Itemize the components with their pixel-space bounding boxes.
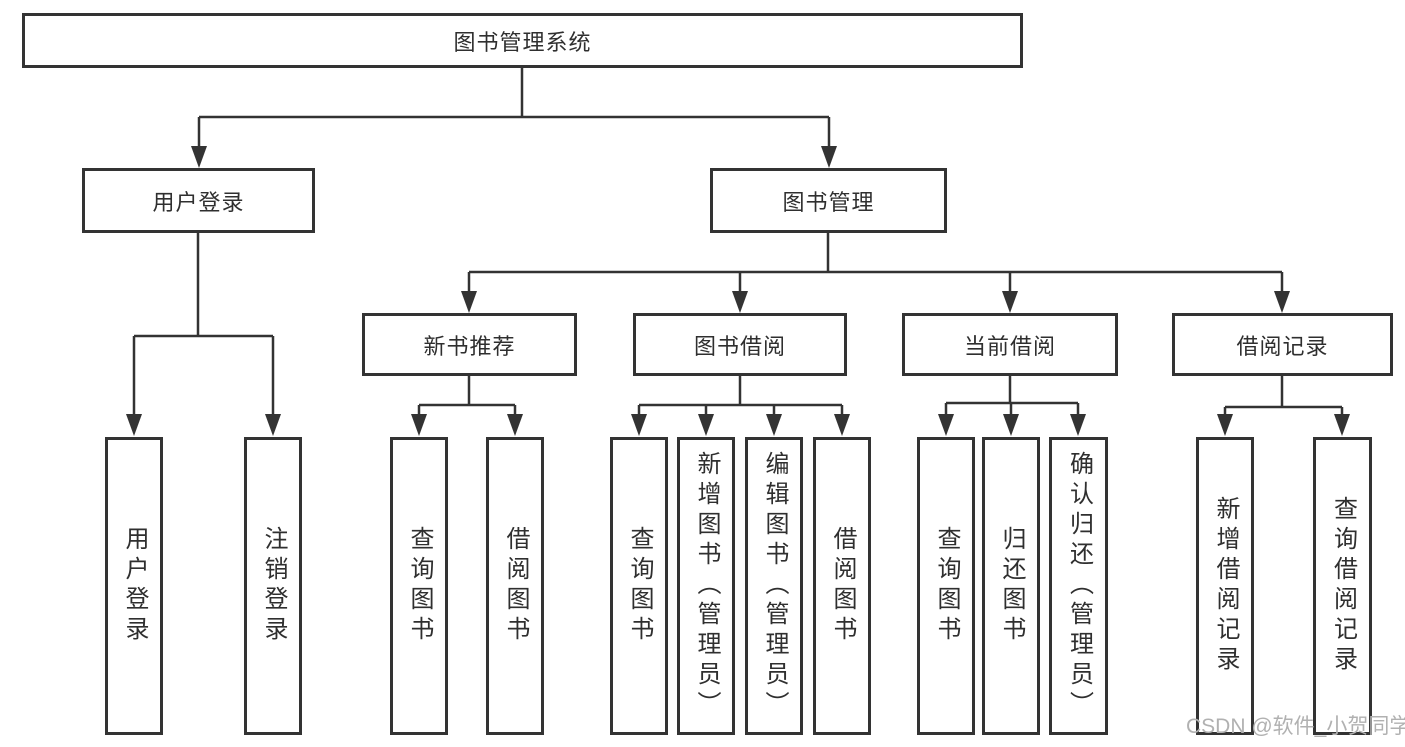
node-new-book-recommend: 新书推荐 — [362, 313, 577, 376]
node-current-borrow: 当前借阅 — [902, 313, 1118, 376]
leaf-add-borrow-record: 新增借阅记录 — [1196, 437, 1254, 735]
leaf-query-borrow-record: 查询借阅记录 — [1313, 437, 1372, 735]
leaf-borrow-books-recommend: 借阅图书 — [486, 437, 544, 735]
leaf-add-books-admin: 新增图书（管理员） — [677, 437, 735, 735]
leaf-query-books-borrow: 查询图书 — [610, 437, 668, 735]
leaf-edit-books-admin: 编辑图书（管理员） — [745, 437, 803, 735]
leaf-logout: 注销登录 — [244, 437, 302, 735]
node-root-system: 图书管理系统 — [22, 13, 1023, 68]
leaf-return-books: 归还图书 — [982, 437, 1040, 735]
leaf-borrow-books: 借阅图书 — [813, 437, 871, 735]
node-book-borrow: 图书借阅 — [633, 313, 847, 376]
node-borrow-records: 借阅记录 — [1172, 313, 1393, 376]
leaf-query-books-current: 查询图书 — [917, 437, 975, 735]
node-book-management: 图书管理 — [710, 168, 947, 233]
node-user-login: 用户登录 — [82, 168, 315, 233]
csdn-watermark: CSDN @软件_小贺同学 — [1186, 715, 1405, 738]
leaf-confirm-return-admin: 确认归还（管理员） — [1049, 437, 1108, 735]
leaf-query-books-recommend: 查询图书 — [390, 437, 448, 735]
leaf-user-login: 用户登录 — [105, 437, 163, 735]
